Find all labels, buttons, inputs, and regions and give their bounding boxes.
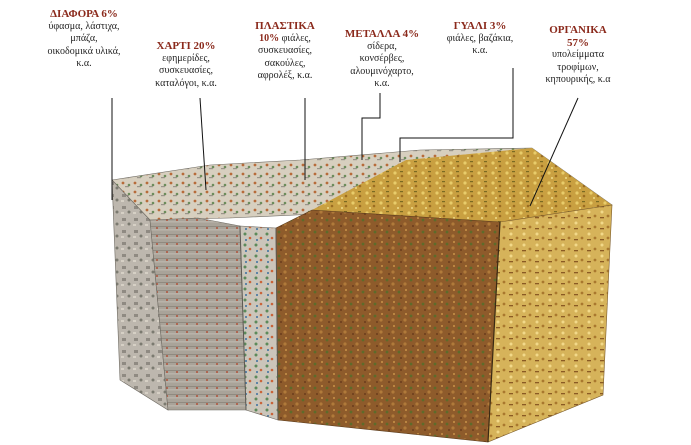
organic-line: τροφίμων, [557, 61, 599, 73]
glass-heading: ΓΥΑΛΙ 3% [453, 20, 507, 32]
organic-side-face [487, 204, 613, 443]
plastic-percent: 10% [259, 32, 280, 44]
paper-heading: ΧΑΡΤΙ 20% [156, 40, 216, 52]
leader-metals [361, 93, 381, 160]
label-metals: ΜΕΤΑΛΛΑ 4% σίδερα, κονσέρβες, αλουμινόχα… [334, 28, 430, 91]
organic-heading: ΟΡΓΑΝΙΚΑ [549, 24, 607, 36]
plastic-line: συσκευασίες, [258, 45, 312, 56]
leader-lines [111, 68, 579, 207]
organic-top-face [312, 148, 612, 222]
leader-organic [529, 97, 579, 207]
label-misc: ΔΙΑΦΟΡΑ 6% ύφασμα, λάστιχα, μπάζα, οικοδ… [28, 8, 140, 71]
plastic-first-text: φιάλες, [279, 32, 311, 44]
misc-heading: ΔΙΑΦΟΡΑ 6% [50, 8, 118, 20]
metals-heading: ΜΕΤΑΛΛΑ 4% [344, 28, 420, 40]
glass-line: φιάλες, βαζάκια, [446, 32, 514, 44]
block-top-surface [111, 147, 613, 223]
misc-line: μπάζα, [70, 33, 98, 44]
plastic-heading: ΠΛΑΣΤΙΚΑ [255, 20, 315, 32]
misc-line: οικοδομικά υλικά, [47, 45, 121, 57]
organic-line: κηπουρικής, κ.α [545, 74, 611, 85]
plastic-line: σακούλες, [264, 57, 306, 69]
block-front-layers [111, 179, 613, 443]
label-plastic: ΠΛΑΣΤΙΚΑ 10% φιάλες, συσκευασίες, σακούλ… [244, 20, 326, 83]
misc-line: κ.α. [76, 58, 92, 69]
leader-glass [399, 68, 514, 162]
leader-paper [199, 97, 207, 191]
plastic-line: αφρολέξ, κ.α. [257, 70, 313, 81]
label-glass: ΓΥΑΛΙ 3% φιάλες, βαζάκια, κ.α. [434, 20, 526, 58]
metals-line: αλουμινόχαρτο, [350, 65, 414, 77]
metals-line: κονσέρβες, [359, 53, 405, 64]
metals-line: σίδερα, [367, 40, 397, 52]
organic-line: υπολείμματα [552, 49, 604, 60]
misc-line: ύφασμα, λάστιχα, [48, 20, 120, 32]
label-organic: ΟΡΓΑΝΙΚΑ 57% υπολείμματα τροφίμων, κηπου… [530, 24, 626, 87]
organic-percent: 57% [567, 36, 589, 49]
plastic-first-line: 10% φιάλες, [244, 33, 326, 46]
metals-line: κ.α. [374, 78, 390, 89]
label-paper: ΧΑΡΤΙ 20% εφημερίδες, συσκευασίες, καταλ… [138, 40, 234, 90]
glass-line: κ.α. [472, 45, 488, 56]
paper-line: εφημερίδες, [162, 52, 210, 64]
paper-line: καταλόγοι, κ.α. [155, 77, 217, 89]
organic-front-face [275, 209, 501, 443]
paper-line: συσκευασίες, [159, 65, 213, 76]
